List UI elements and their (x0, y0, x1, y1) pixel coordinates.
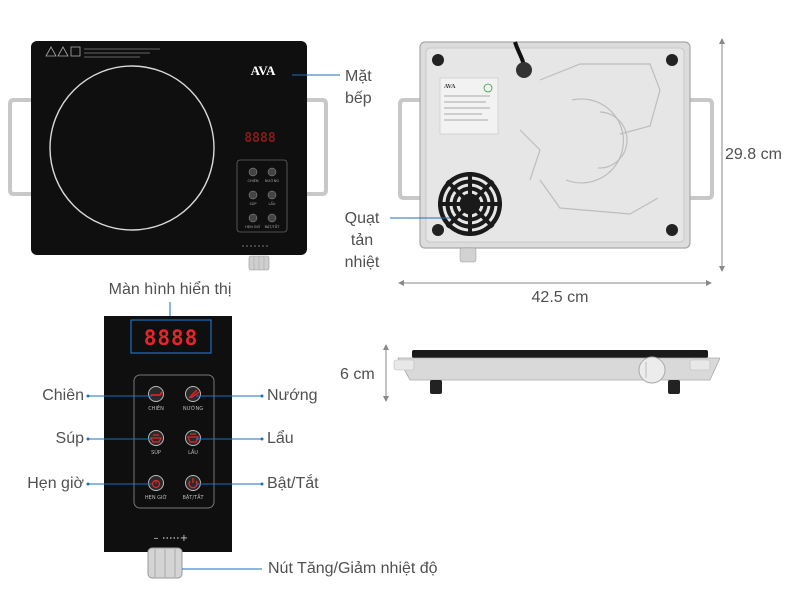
svg-text:–: – (154, 533, 159, 544)
cooktop-bottom-illustration: AVA (380, 38, 725, 286)
right-handle (305, 98, 328, 196)
width-dimension-label: 42.5 cm (531, 289, 589, 306)
cord-grommet (516, 62, 532, 78)
top-btn-nuong[interactable] (267, 167, 277, 177)
side-glass (412, 350, 708, 358)
foot (432, 54, 444, 66)
warning-icons (45, 46, 160, 58)
panel-buttons (148, 386, 201, 491)
panel-control-frame (133, 374, 215, 509)
svg-text:LẨU: LẨU (269, 201, 276, 206)
btn-lau[interactable] (185, 430, 201, 446)
btn-label-chien: CHIÊN (148, 404, 164, 412)
svg-text:NƯỚNG: NƯỚNG (265, 178, 279, 183)
height-dimension-label: 29.8 cm (725, 146, 782, 163)
surface-label: Mặt bếp (345, 68, 372, 107)
btn-label-bat-tat: BẬT/TẮT (182, 493, 204, 501)
svg-text:+: + (180, 533, 188, 544)
fan-label: Quạt tản nhiệt (344, 210, 380, 271)
svg-text:SÚP: SÚP (250, 201, 257, 206)
btn-label-nuong: NƯỚNG (183, 405, 203, 412)
side-foot (668, 380, 680, 394)
top-panel-buttons (248, 167, 277, 223)
cooktop-side-illustration (383, 344, 721, 402)
foot (666, 54, 678, 66)
brand-logo: AVA (251, 63, 276, 78)
svg-text:HẸN GIỜ: HẸN GIỜ (245, 224, 261, 229)
knob-label: Nút Tăng/Giảm nhiệt độ (268, 560, 438, 577)
callout-sup: Súp (55, 430, 84, 447)
bottom-right-handle (690, 98, 714, 200)
top-btn-lau[interactable] (267, 190, 277, 200)
foot (666, 224, 678, 236)
side-knob (638, 356, 666, 384)
panel-callout-lines (88, 395, 262, 570)
top-control-panel (236, 159, 288, 233)
callout-hen-gio: Hẹn giờ (27, 475, 84, 492)
btn-label-sup: SÚP (151, 449, 161, 456)
glass-surface (31, 41, 307, 255)
top-btn-bat-tat[interactable] (267, 213, 277, 223)
display-frame (130, 319, 212, 354)
cooktop-bottom-view: AVA (380, 30, 800, 320)
panel-display: 8888 (144, 326, 199, 350)
top-display: 8888 (244, 131, 275, 146)
svg-text:AVA: AVA (444, 84, 456, 90)
callout-bat-tat: Bật/Tắt (267, 475, 319, 492)
svg-text:BẬT/TẮT: BẬT/TẮT (265, 224, 281, 229)
btn-label-hen-gio: HẸN GIỜ (145, 494, 167, 501)
callout-chien: Chiên (42, 387, 84, 404)
panel-glass (104, 316, 232, 552)
level-slider: – + (154, 533, 189, 544)
panel-detail: 8888 CHIÊN NƯỚNG SÚP LẨU HẸN GIỜ (0, 300, 400, 600)
callout-lau: Lẩu (267, 430, 294, 447)
foot (432, 224, 444, 236)
side-housing (397, 357, 721, 381)
btn-label-lau: LẨU (188, 448, 198, 456)
left-handle (8, 98, 33, 196)
cooking-zone (49, 65, 215, 231)
top-btn-sup[interactable] (248, 190, 258, 200)
svg-text:CHIÊN: CHIÊN (248, 178, 259, 183)
btn-chien[interactable] (148, 386, 164, 402)
cooling-fan (438, 172, 502, 236)
bottom-knob (459, 247, 477, 263)
top-panel-button-labels: CHIÊN NƯỚNG SÚP LẨU HẸN GIỜ BẬT/TẮT (245, 178, 280, 229)
top-btn-chien[interactable] (248, 167, 258, 177)
panel-button-labels: CHIÊN NƯỚNG SÚP LẨU HẸN GIỜ BẬT/TẮT (145, 404, 205, 501)
side-foot (430, 380, 442, 394)
bottom-left-handle (398, 98, 422, 200)
depth-dimension-label: 6 cm (340, 366, 375, 383)
top-btn-hen-gio[interactable] (248, 213, 258, 223)
display-label: Màn hình hiển thị (108, 281, 232, 298)
spec-sticker (439, 77, 499, 135)
cooktop-side-view (380, 340, 721, 410)
cooktop-top-view: AVA 8888 CHIÊN NƯỚNG SÚP LẨU HẸN GIỜ BẬT… (0, 0, 380, 280)
cooktop-top-illustration: AVA 8888 CHIÊN NƯỚNG SÚP LẨU HẸN GIỜ BẬT… (8, 41, 340, 271)
panel-detail-illustration: 8888 CHIÊN NƯỚNG SÚP LẨU HẸN GIỜ (86, 302, 264, 579)
callout-nuong: Nướng (267, 387, 318, 404)
embossed-pattern (519, 63, 661, 215)
